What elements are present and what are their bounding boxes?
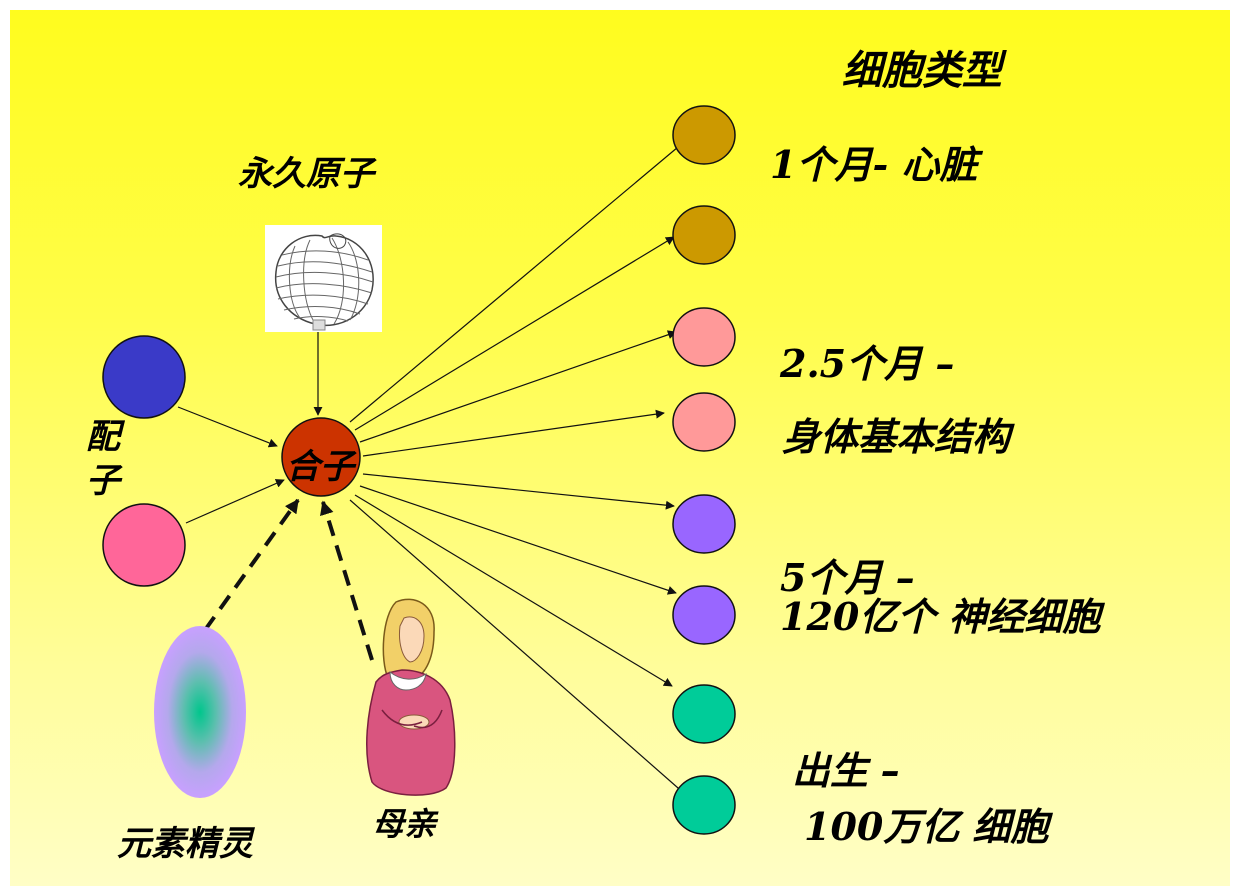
zygote-label: 合子 xyxy=(286,447,354,487)
arrow-to-cell-5 xyxy=(362,473,675,510)
stage-month5-line2: 120亿个 神经细胞 xyxy=(780,594,1101,639)
gametes-label: 配子 xyxy=(86,417,120,501)
gamete-blue xyxy=(102,335,186,419)
stage-birth-line1: 出生 – xyxy=(792,749,901,793)
arrow-gamete-pink xyxy=(185,479,285,524)
arrow-to-cell-3 xyxy=(359,330,677,443)
cell-salmon-1 xyxy=(672,307,736,367)
dashed-arrows xyxy=(203,498,374,661)
arrow-to-cell-7 xyxy=(354,494,673,687)
stage-month5-line1: 5个月 – xyxy=(780,555,915,600)
cell-green-2 xyxy=(672,775,736,835)
cell-purple-1 xyxy=(672,494,736,554)
elemental-spirit-shape xyxy=(154,626,246,798)
cell-gold-2 xyxy=(672,205,736,265)
cell-types xyxy=(672,105,736,835)
gamete-pink xyxy=(102,503,186,587)
permanent-atom-icon xyxy=(265,225,382,332)
slide: 细胞类型 永久原子 配子 合子 元素精灵 母亲 1个月- 心脏 2.5个月 – … xyxy=(10,10,1230,886)
zygote-cell xyxy=(281,417,361,497)
permanent-atom-label: 永久原子 xyxy=(238,154,374,194)
mother-label: 母亲 xyxy=(372,805,437,843)
stage-month1: 1个月- 心脏 xyxy=(770,142,978,187)
arrow-mother xyxy=(320,500,374,661)
arrow-to-cell-4 xyxy=(362,409,665,457)
zygote-arrows xyxy=(177,141,687,796)
cell-salmon-2 xyxy=(672,392,736,452)
cell-green-1 xyxy=(672,684,736,744)
arrow-to-cell-2 xyxy=(354,236,675,431)
cell-gold-1 xyxy=(672,105,736,165)
stage-month25-line1: 2.5个月 – xyxy=(780,341,955,386)
elemental-label: 元素精灵 xyxy=(117,824,253,864)
arrow-gamete-blue xyxy=(177,406,278,448)
stage-month25-line2: 身体基本结构 xyxy=(782,415,1011,459)
cell-purple-2 xyxy=(672,585,736,645)
diagram-canvas xyxy=(102,105,736,835)
arrow-to-cell-6 xyxy=(359,485,677,595)
arrow-to-cell-1 xyxy=(349,141,685,423)
arrow-to-cell-8 xyxy=(349,499,687,796)
arrow-elemental xyxy=(203,498,300,632)
mother-icon xyxy=(366,598,456,796)
diagram-title: 细胞类型 xyxy=(842,48,1002,94)
stage-birth-line2: 100万亿 细胞 xyxy=(804,804,1049,849)
